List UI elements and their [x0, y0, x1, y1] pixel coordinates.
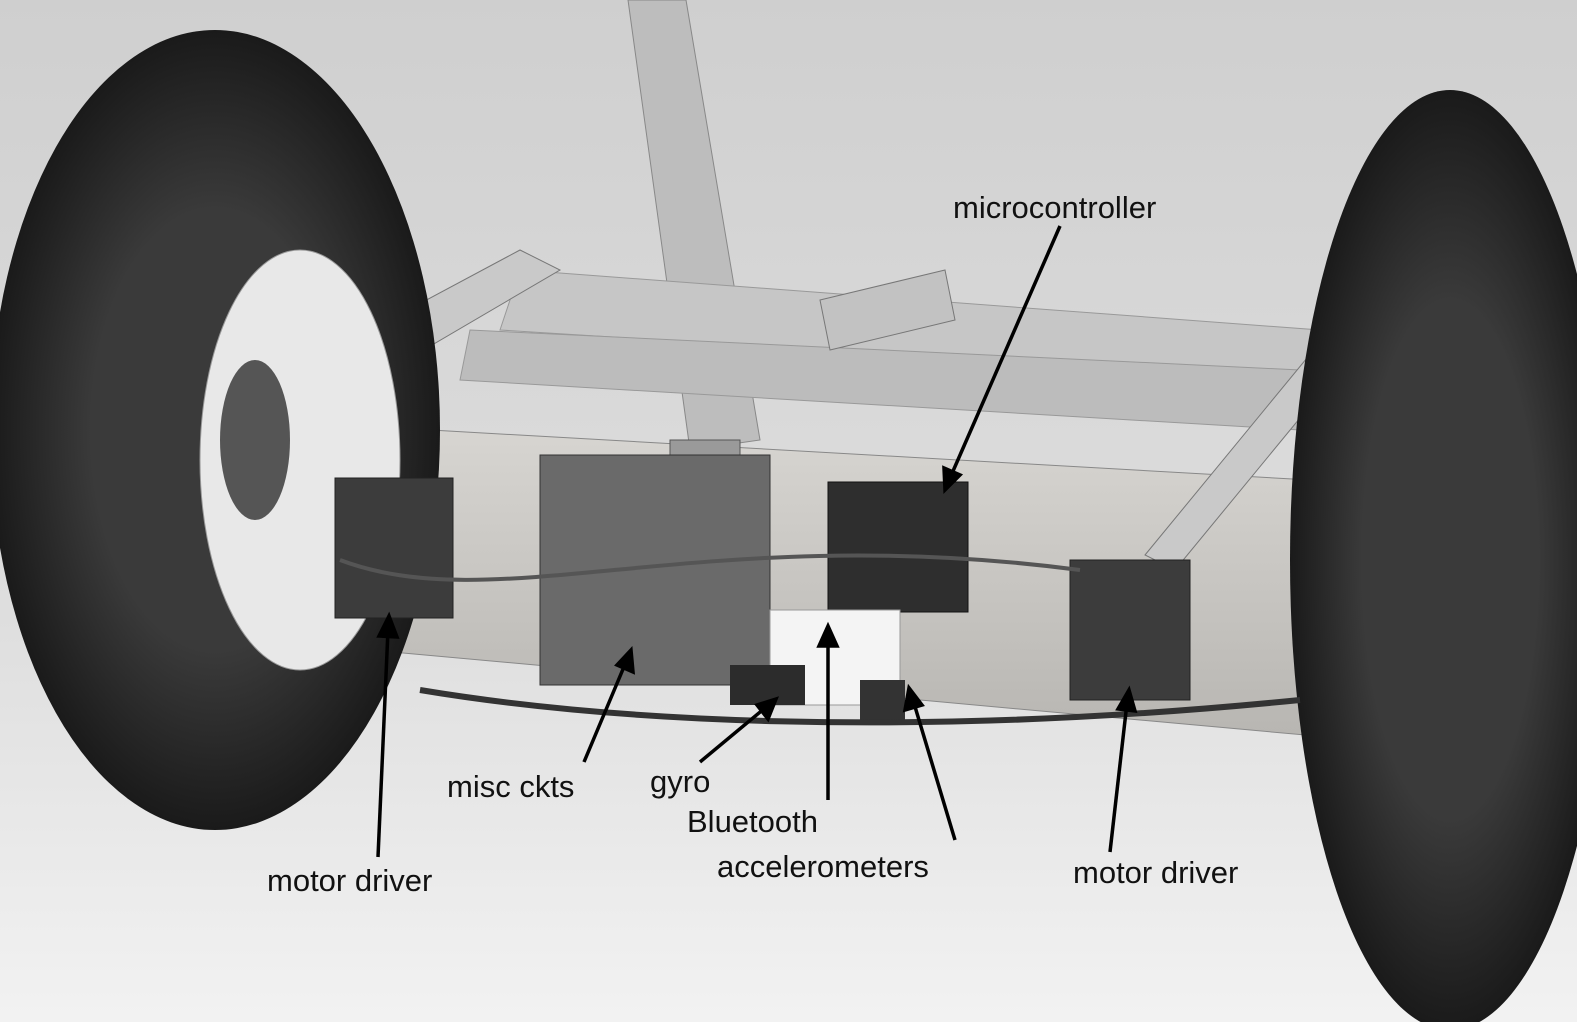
left-axle: [220, 360, 290, 520]
microcontroller-board: [827, 481, 969, 613]
label-motor-driver-right: motor driver: [1073, 855, 1239, 890]
misc-circuit-board: [539, 454, 771, 686]
label-motor-driver-left: motor driver: [267, 863, 433, 898]
arrowhead-microcontroller: [942, 465, 964, 495]
arrowhead-misc-ckts: [614, 645, 636, 675]
arrow-accelerometers: [911, 699, 957, 841]
left-motor-driver-board: [334, 477, 454, 619]
arrow-gyro: [698, 706, 767, 764]
right-motor-driver-board: [1069, 559, 1191, 701]
cross-bar: [819, 269, 956, 351]
arrow-misc-ckts: [582, 661, 628, 763]
callout-arrows: [376, 225, 1138, 858]
accelerometer-board: [860, 680, 905, 720]
label-gyro: gyro: [650, 764, 711, 799]
label-misc-ckts: misc ckts: [447, 769, 575, 804]
right-wheel: [1290, 90, 1577, 1022]
wiring: [339, 553, 1081, 582]
bottom-cable: [419, 687, 1301, 726]
label-bluetooth: Bluetooth: [687, 804, 818, 839]
label-accelerometers: accelerometers: [717, 849, 929, 884]
arrow-motor-driver-right: [1108, 702, 1129, 853]
label-microcontroller: microcontroller: [953, 190, 1157, 225]
arrow-motor-driver-left: [376, 629, 390, 858]
gyro-board: [730, 665, 805, 705]
arrow-microcontroller: [948, 225, 1062, 479]
